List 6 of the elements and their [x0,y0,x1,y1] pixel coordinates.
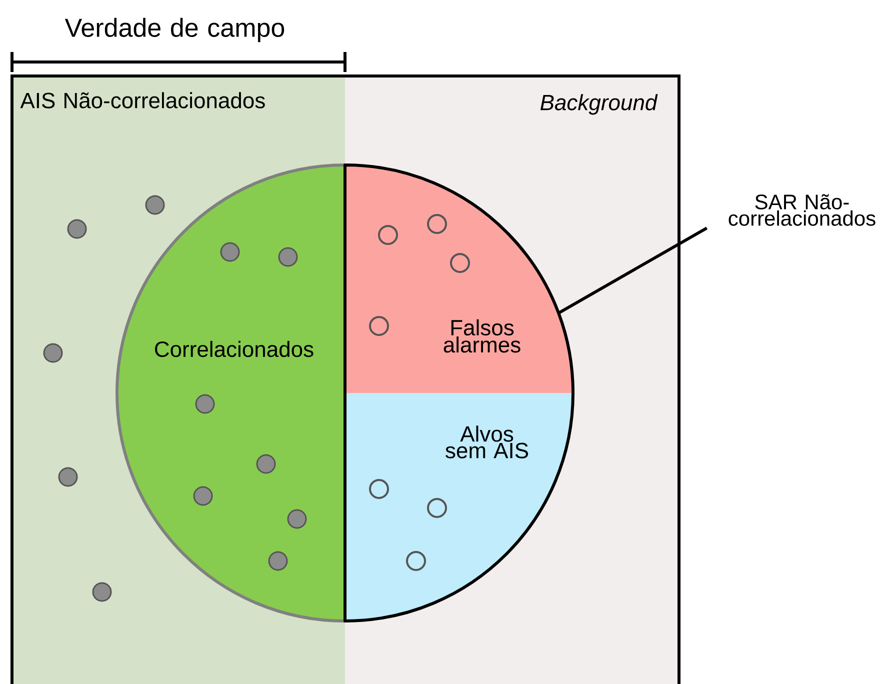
quadrant: Alvos sem AIS [345,392,573,621]
leader-line [558,226,708,314]
quadrant: Falsos alarmes [345,164,573,393]
callout-text: SAR Não-correlacionados [728,194,876,226]
half-disc-outline [344,163,574,622]
dimension-label: Verdade de campo [64,18,284,42]
